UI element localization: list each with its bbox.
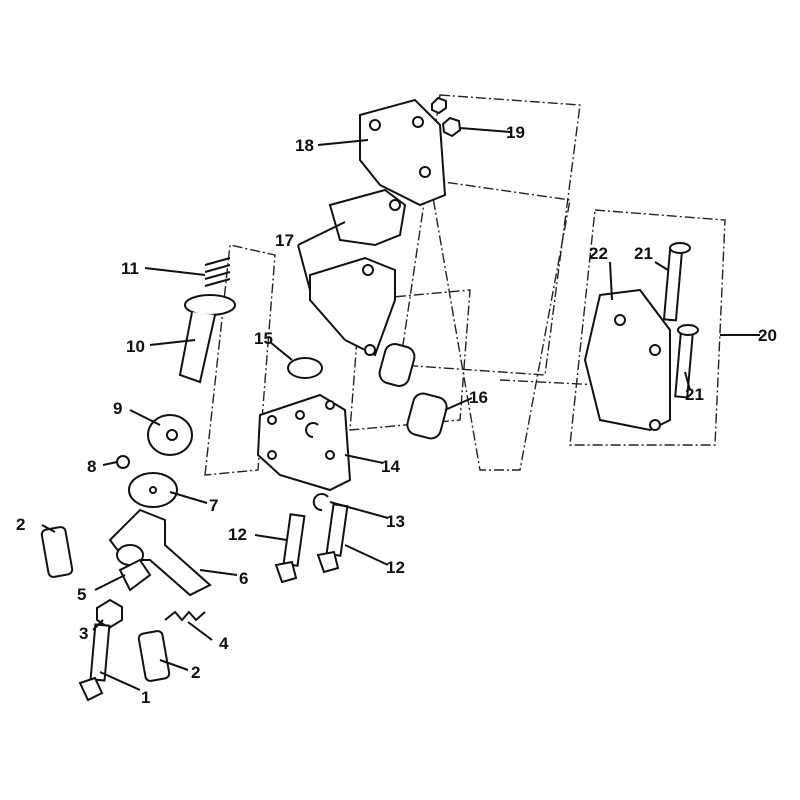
callout-10: 10 [126,337,145,356]
callout-14: 14 [381,457,400,476]
part-1-bolt [78,623,111,702]
callout-1: 1 [141,688,150,707]
part-9-disc [147,414,193,456]
callout-12b: 12 [386,558,405,577]
callout-15: 15 [254,329,273,348]
assembly-outlines [204,94,726,476]
callout-2: 2 [16,515,25,534]
callout-3: 3 [79,624,88,643]
callout-13: 13 [386,512,405,531]
leader-lines [41,127,760,691]
part-6-lever [108,508,212,597]
callout-17: 17 [275,231,294,250]
callout-6: 6 [239,569,248,588]
callout-5: 5 [77,585,86,604]
part-16-rollers [378,343,448,440]
part-17-plates [309,188,407,357]
part-2-bolts [40,526,171,682]
part-5-cam [118,558,152,592]
callout-8: 8 [87,457,96,476]
part-14-caliper [256,393,352,492]
callout-16: 16 [469,388,488,407]
callout-19: 19 [506,123,525,142]
part-11-spring [204,257,231,287]
callout-4: 4 [219,634,229,653]
part-7-washer [128,472,178,508]
part-18-bracket [359,98,447,207]
callout-18: 18 [295,136,314,155]
callout-labels: 1 2 2 3 4 5 6 7 8 9 10 11 12 12 13 14 15… [16,123,777,707]
callout-7: 7 [209,496,218,515]
callout-12: 12 [228,525,247,544]
part-19-nut [431,96,462,138]
callout-20: 20 [758,326,777,345]
callout-21b: 21 [685,385,704,404]
part-3-nut [96,598,123,630]
part-4-spring [164,610,206,622]
callout-2b: 2 [191,663,200,682]
part-10-plunger [178,294,236,384]
callout-9: 9 [113,399,122,418]
part-13-clip [305,422,329,512]
callout-22: 22 [589,244,608,263]
part-15-oring [287,357,323,379]
callout-11: 11 [121,259,139,278]
part-8-ball [116,455,130,469]
part-12-bolts [274,503,349,584]
part-22-bracket [583,288,671,432]
part-21-pins [662,242,699,399]
callout-21: 21 [634,244,653,263]
